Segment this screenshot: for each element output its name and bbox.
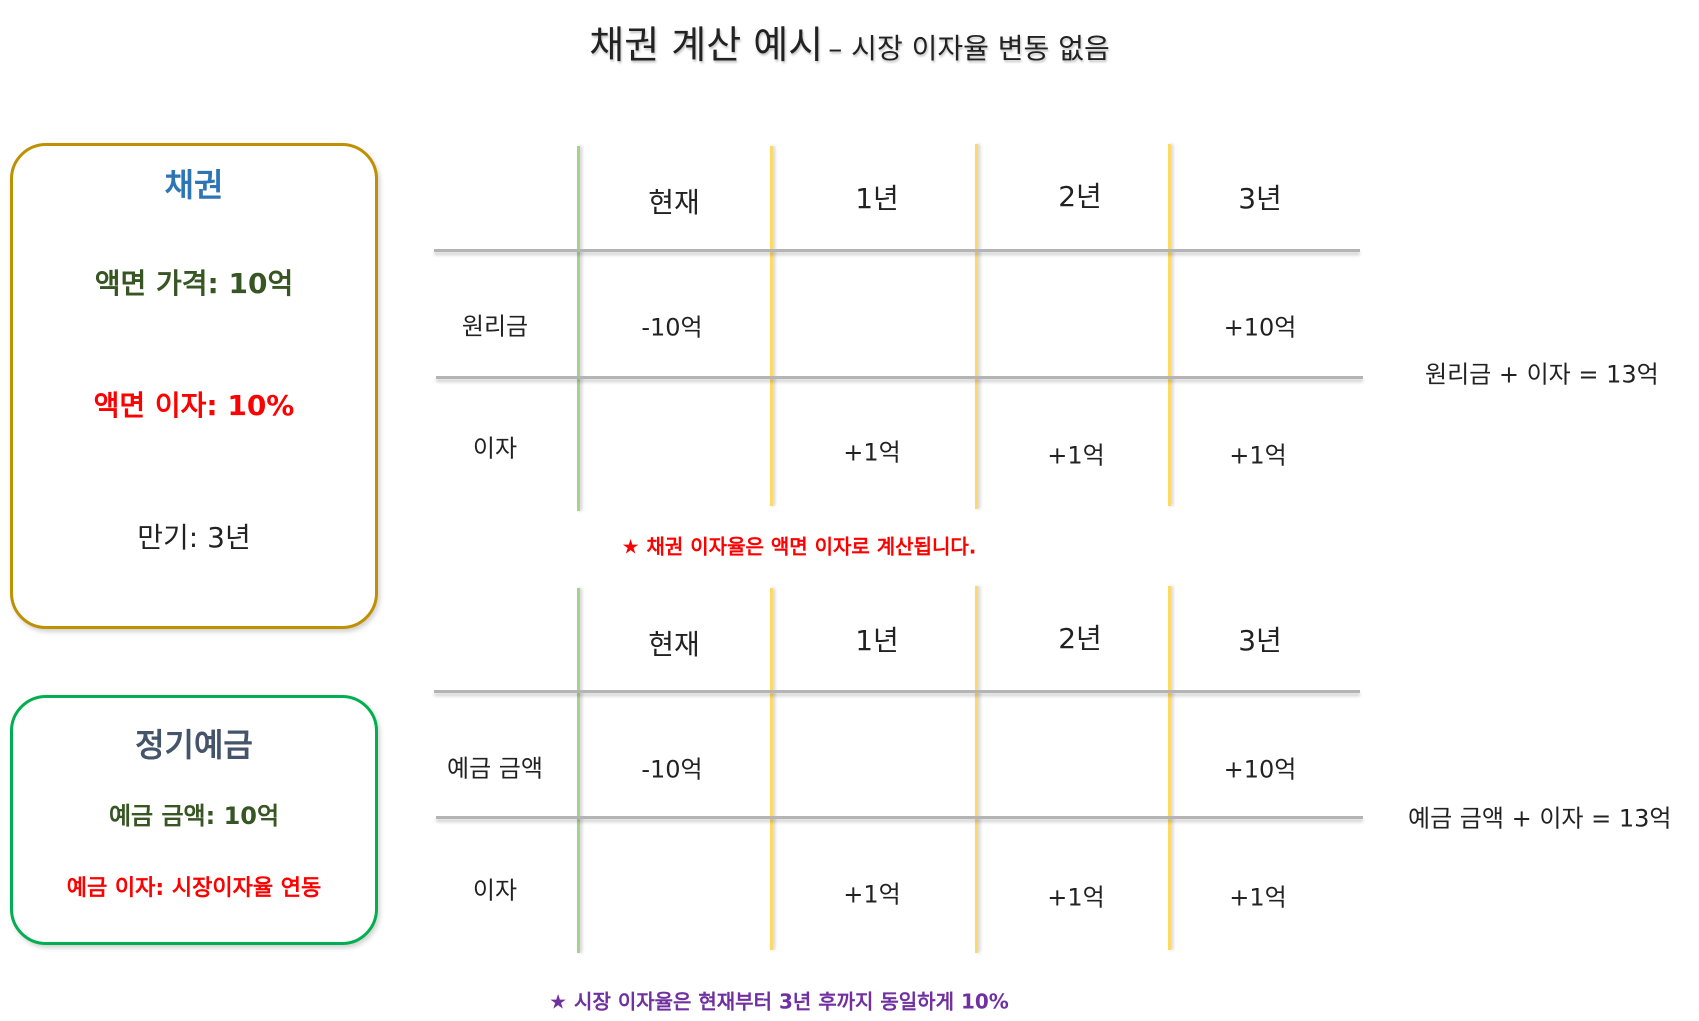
bond-info-box: 채권 액면 가격: 10억 액면 이자: 10% 만기: 3년: [10, 143, 378, 629]
deposit-header-year3: 3년: [1238, 624, 1282, 657]
deposit-amount: 예금 금액: 10억: [108, 802, 280, 830]
bond-heading: 채권: [164, 166, 224, 204]
deposit-interest: 예금 이자: 시장이자율 연동: [66, 876, 322, 901]
deposit-row-rule: [436, 816, 1363, 819]
title-sub: – 시장 이자율 변동 없음: [828, 32, 1110, 65]
deposit-info-box: 정기예금 예금 금액: 10억 예금 이자: 시장이자율 연동: [10, 695, 378, 945]
bond-header-rule: [434, 249, 1360, 252]
bond-interest-year1: +1억: [843, 438, 901, 467]
deposit-interest-year3: +1억: [1229, 883, 1287, 912]
bond-coupon-rate: 액면 이자: 10%: [93, 389, 295, 422]
deposit-divider-year1: [770, 588, 773, 950]
bond-rate-note: ★ 채권 이자율은 액면 이자로 계산됩니다.: [621, 534, 977, 559]
deposit-heading: 정기예금: [135, 726, 253, 764]
deposit-amount-year3: +10억: [1223, 755, 1297, 784]
deposit-header-year2: 2년: [1058, 622, 1102, 655]
deposit-row-label-amount: 예금 금액: [447, 754, 543, 783]
deposit-header-year1: 1년: [855, 624, 899, 657]
deposit-header-now: 현재: [648, 628, 700, 661]
bond-header-now: 현재: [648, 186, 700, 219]
deposit-interest-year2: +1억: [1047, 883, 1105, 912]
market-rate-note: ★ 시장 이자율은 현재부터 3년 후까지 동일하게 10%: [549, 989, 1009, 1014]
bond-row-label-interest: 이자: [472, 434, 518, 463]
deposit-amount-now: -10억: [641, 755, 703, 784]
deposit-header-rule: [434, 690, 1360, 693]
bond-divider-now: [577, 146, 580, 511]
bond-header-year3: 3년: [1238, 182, 1282, 215]
bond-interest-year2: +1억: [1047, 441, 1105, 470]
deposit-divider-year2: [975, 586, 978, 953]
deposit-total-summary: 예금 금액 + 이자 = 13억: [1408, 804, 1672, 833]
deposit-divider-year3: [1168, 586, 1171, 950]
bond-principal-now: -10억: [641, 313, 703, 342]
deposit-interest-year1: +1억: [843, 880, 901, 909]
bond-divider-year3: [1168, 144, 1171, 506]
bond-row-rule: [436, 376, 1363, 379]
bond-maturity: 만기: 3년: [137, 521, 251, 554]
bond-row-label-principal: 원리금: [461, 312, 529, 341]
bond-total-summary: 원리금 + 이자 = 13억: [1425, 360, 1659, 389]
title-main: 채권 계산 예시: [589, 23, 824, 67]
deposit-divider-now: [577, 588, 580, 953]
deposit-row-label-interest: 이자: [472, 876, 518, 905]
bond-divider-year2: [975, 144, 978, 509]
bond-interest-year3: +1억: [1229, 441, 1287, 470]
bond-principal-year3: +10억: [1223, 313, 1297, 342]
bond-divider-year1: [770, 146, 773, 506]
page-title: 채권 계산 예시 – 시장 이자율 변동 없음: [0, 14, 1699, 69]
bond-header-year1: 1년: [855, 182, 899, 215]
bond-face-value: 액면 가격: 10억: [94, 267, 294, 300]
bond-header-year2: 2년: [1058, 180, 1102, 213]
